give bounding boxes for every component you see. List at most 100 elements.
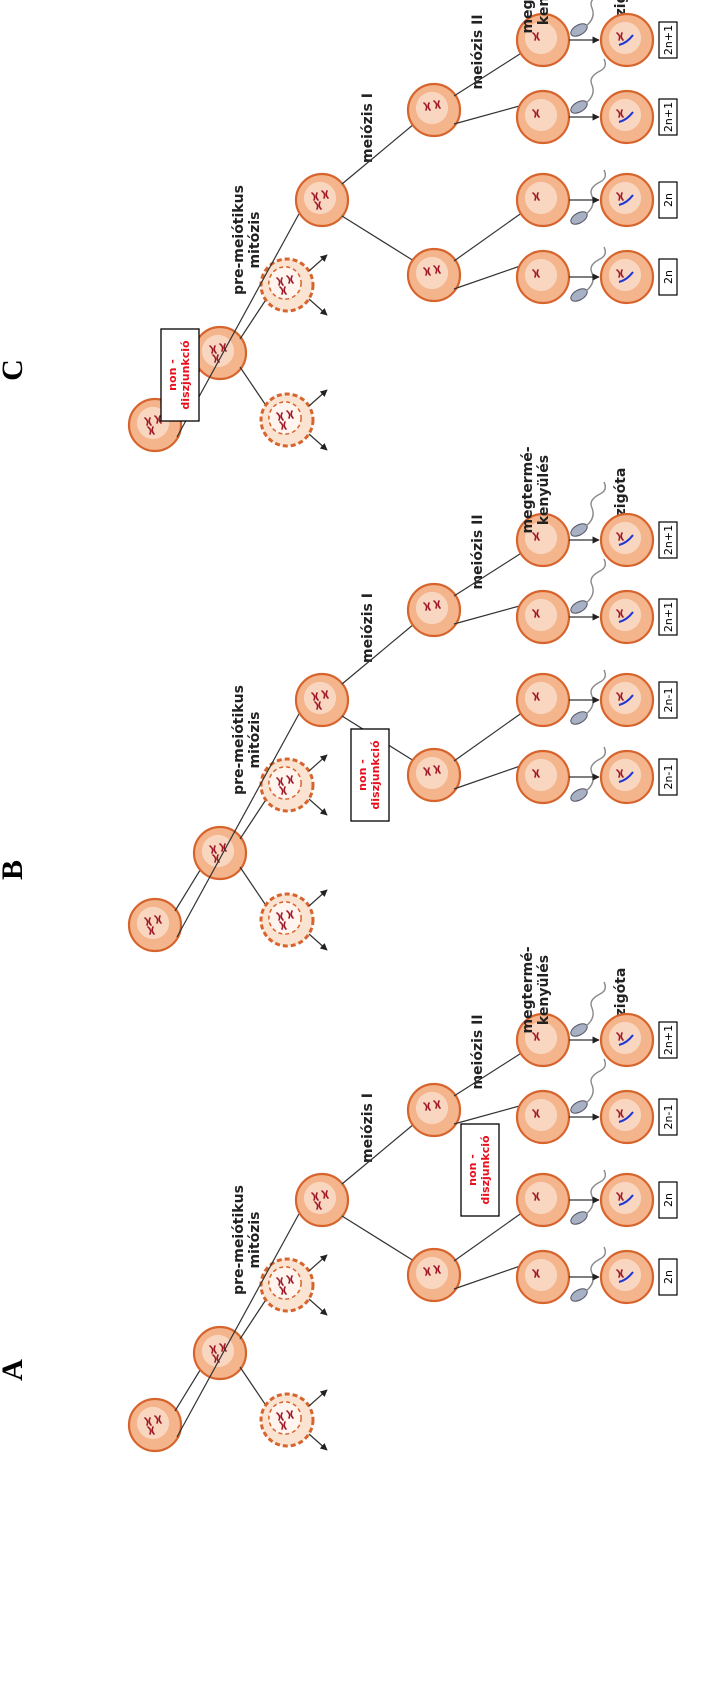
chromosome-icon <box>532 32 540 41</box>
zygote-label: zigóta <box>613 468 629 517</box>
connector-line <box>453 711 524 762</box>
arrow-line <box>308 798 328 816</box>
chromosome-icon <box>616 192 624 201</box>
ploidy-label: 2n+1 <box>662 25 675 55</box>
premeiotic-label-line1: pre-meiótikus <box>231 185 247 295</box>
zygote-cell <box>599 512 655 568</box>
zygote-cell <box>599 1089 655 1145</box>
fertilization-label-line2: kenyülés <box>536 0 552 25</box>
gamete-cell <box>515 589 571 645</box>
meiosis1-label: meiózis I <box>360 593 376 663</box>
chromosome-icon <box>532 532 540 541</box>
connector-line <box>453 1104 524 1125</box>
chromosome-icon <box>311 690 329 710</box>
secondary-cell <box>406 1082 462 1138</box>
zygote-label: zigóta <box>613 0 629 16</box>
chromosome-icon <box>144 915 162 935</box>
chromosome-icon <box>423 1100 441 1111</box>
chromosome-icon <box>532 609 540 618</box>
ploidy-label: 2n <box>662 193 675 207</box>
panel-letter: B <box>0 860 29 880</box>
panel-letter: C <box>0 359 29 381</box>
chromosome-icon <box>616 1192 624 1201</box>
arrow-line <box>308 254 328 272</box>
fertilization-label-line1: megtermé- <box>520 446 536 533</box>
gamete-cell <box>515 749 571 805</box>
zygote-cell <box>599 589 655 645</box>
connector-line <box>239 294 270 340</box>
fertilization-label-line2: kenyülés <box>536 955 552 1025</box>
sperm-icon <box>570 1246 607 1302</box>
connector-line <box>341 1215 415 1262</box>
ploidy-label: 2n-1 <box>662 688 675 713</box>
arrow-line <box>308 389 328 407</box>
sperm-icon <box>570 558 607 614</box>
ploidy-box: 2n <box>658 1181 678 1219</box>
sperm-icon <box>570 169 607 225</box>
sperm-icon <box>570 58 607 114</box>
chromosome-icon <box>276 1275 294 1295</box>
nondisjunction-line2: diszjunkció <box>369 740 382 810</box>
paternal-chromosome-icon <box>618 34 634 46</box>
ploidy-label: 2n <box>662 1270 675 1284</box>
somatic-daughter-cell <box>259 1257 315 1313</box>
connector-line <box>453 1051 524 1097</box>
ploidy-box: 2n+1 <box>658 1021 678 1059</box>
connector-line <box>176 711 301 938</box>
meiosis2-label: meiózis II <box>470 514 486 589</box>
fertilization-label-line2: kenyülés <box>536 455 552 525</box>
chromosome-icon <box>532 192 540 201</box>
arrow-line <box>308 1389 328 1407</box>
primary-cell <box>294 172 350 228</box>
meiosis2-label: meiózis II <box>470 1014 486 1089</box>
ploidy-label: 2n+1 <box>662 102 675 132</box>
connector-line <box>453 104 524 125</box>
sperm-icon <box>570 746 607 802</box>
ploidy-label: 2n+1 <box>662 525 675 555</box>
chromosome-icon <box>616 609 624 618</box>
ploidy-box: 2n <box>658 258 678 296</box>
gamete-cell <box>515 249 571 305</box>
secondary-cell <box>406 747 462 803</box>
chromosome-icon <box>311 190 329 210</box>
secondary-cell <box>406 247 462 303</box>
connector-line <box>239 1294 270 1340</box>
zygote-cell <box>599 1012 655 1068</box>
chromosome-icon <box>532 269 540 278</box>
connector-line <box>239 794 270 840</box>
sperm-icon <box>570 1169 607 1225</box>
chromosome-icon <box>532 1032 540 1041</box>
ploidy-label: 2n <box>662 1193 675 1207</box>
gamete-cell <box>515 1012 571 1068</box>
chromosome-icon <box>616 1109 624 1118</box>
chromosome-icon <box>276 410 294 430</box>
nondisjunction-box: non -diszjunkció <box>460 1123 500 1217</box>
paternal-chromosome-icon <box>618 534 634 546</box>
connector-line <box>341 123 415 185</box>
chromosome-icon <box>276 910 294 930</box>
connector-line <box>453 51 524 97</box>
chromosome-icon <box>144 415 162 435</box>
connector-line <box>453 211 524 262</box>
paternal-chromosome-icon <box>618 1034 634 1046</box>
arrow-line <box>308 889 328 907</box>
chromosome-icon <box>532 692 540 701</box>
ploidy-box: 2n-1 <box>658 1098 678 1136</box>
chromosome-icon <box>616 532 624 541</box>
ploidy-box: 2n+1 <box>658 598 678 636</box>
premeiotic-label-line1: pre-meiótikus <box>231 685 247 795</box>
connector-line <box>453 1264 524 1290</box>
arrow-line <box>308 1254 328 1272</box>
nondisjunction-box: non -diszjunkció <box>350 728 390 822</box>
connector-line <box>341 1123 415 1185</box>
paternal-chromosome-icon <box>618 111 634 123</box>
chromosome-icon <box>144 1415 162 1435</box>
premeiotic-label-line1: pre-meiótikus <box>231 1185 247 1295</box>
somatic-daughter-cell <box>259 257 315 313</box>
secondary-cell <box>406 1247 462 1303</box>
ploidy-label: 2n <box>662 270 675 284</box>
paternal-chromosome-icon <box>618 771 634 783</box>
chromosome-icon <box>311 1190 329 1210</box>
